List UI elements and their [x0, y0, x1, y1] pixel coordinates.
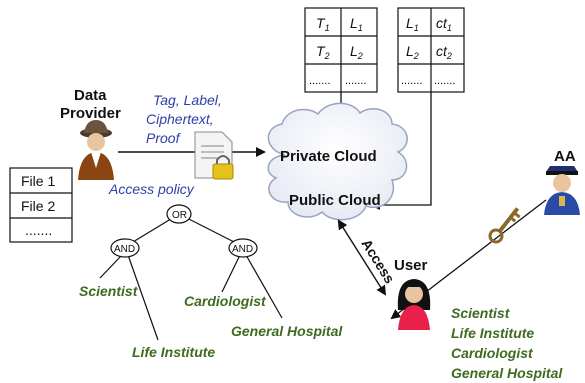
user-attr-life-institute: Life Institute	[451, 325, 534, 341]
label-ciphertext-table: L1 ct1 L2 ct2 ....... .......	[397, 7, 465, 93]
data-provider-label-line1: Data	[74, 87, 107, 104]
file-dots: .......	[25, 222, 52, 238]
cloud-shape	[267, 102, 408, 221]
private-cloud-label: Private Cloud	[280, 148, 377, 165]
ct-cell-dots: .......	[434, 75, 455, 87]
table-to-public-cloud-arrow	[370, 92, 432, 210]
user-attr-scientist: Scientist	[451, 305, 511, 321]
access-policy-label: Access policy	[108, 181, 195, 197]
label-cell-dots: .......	[401, 75, 422, 87]
user-label: User	[394, 257, 428, 274]
l-cell-dots: .......	[345, 75, 366, 87]
document-lock-icon	[194, 131, 234, 180]
and-node-left	[110, 238, 140, 258]
data-provider-person-icon	[78, 120, 114, 180]
policy-tree: OR AND AND	[99, 204, 283, 341]
label-cell-2: L2	[406, 43, 419, 61]
file-1: File 1	[21, 173, 55, 189]
upload-label-2: Ciphertext,	[146, 111, 214, 127]
user-attr-general-hospital: General Hospital	[451, 365, 563, 381]
upload-label-1: Tag, Label,	[153, 92, 222, 108]
tag-label-table: T1 L1 T2 L2 ....... .......	[304, 7, 378, 93]
label-cell-1: L1	[406, 15, 419, 33]
ct-cell-1: ct1	[436, 15, 452, 33]
aa-label: AA	[554, 148, 576, 165]
policy-leaf-scientist: Scientist	[79, 283, 139, 299]
policy-leaf-cardiologist: Cardiologist	[184, 293, 267, 309]
aa-officer-icon	[544, 166, 580, 215]
public-cloud-label: Public Cloud	[289, 192, 381, 209]
upload-label-3: Proof	[146, 130, 182, 146]
user-person-icon	[397, 279, 431, 330]
user-attr-cardiologist: Cardiologist	[451, 345, 534, 361]
l-cell-2: L2	[350, 43, 363, 61]
or-node	[166, 204, 192, 224]
and-node-left-label: AND	[114, 244, 135, 255]
policy-leaf-general-hospital: General Hospital	[231, 323, 343, 339]
ct-cell-2: ct2	[436, 43, 452, 61]
or-node-label: OR	[172, 210, 187, 221]
key-icon	[488, 207, 521, 244]
files-stack: File 1 File 2 .......	[9, 167, 73, 243]
t-cell-dots: .......	[309, 75, 330, 87]
t-cell-2: T2	[316, 43, 330, 61]
and-node-right	[228, 238, 258, 258]
l-cell-1: L1	[350, 15, 363, 33]
and-node-right-label: AND	[232, 244, 253, 255]
t-cell-1: T1	[316, 15, 330, 33]
policy-leaf-life-institute: Life Institute	[132, 344, 215, 360]
data-provider-label-line2: Provider	[60, 105, 121, 122]
access-arrow	[337, 219, 387, 296]
file-2: File 2	[21, 198, 55, 214]
